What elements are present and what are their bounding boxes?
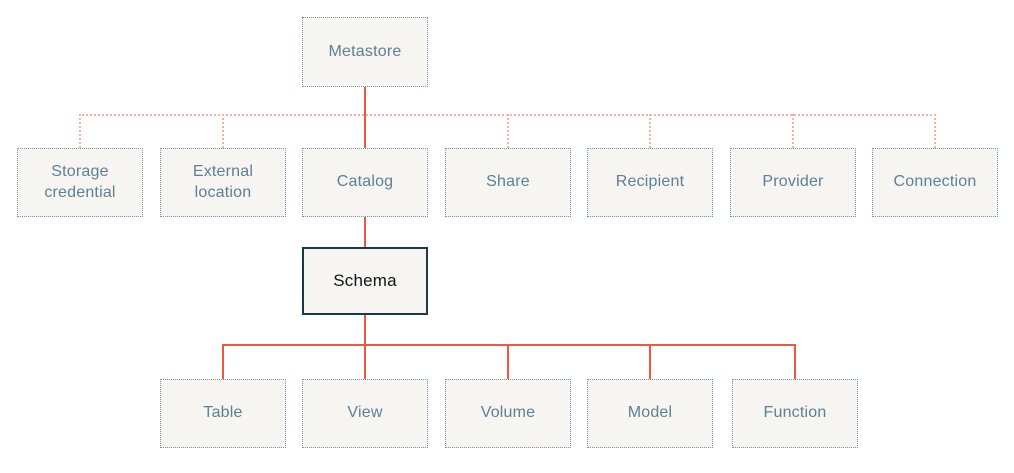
connector-drop-recipient <box>649 114 651 148</box>
node-schema: Schema <box>302 247 428 315</box>
connector-drop-view <box>364 344 366 379</box>
node-connection-label: Connection <box>893 173 977 191</box>
node-provider: Provider <box>730 148 856 217</box>
node-volume: Volume <box>445 379 571 448</box>
connector-schema-bus <box>364 315 366 346</box>
node-metastore-label: Metastore <box>328 42 402 60</box>
node-share: Share <box>445 148 571 217</box>
node-provider-label: Provider <box>762 173 824 191</box>
node-connection: Connection <box>872 148 998 217</box>
connector-drop-model <box>649 344 651 379</box>
connector-drop-external-location <box>222 114 224 148</box>
node-view-label: View <box>347 404 383 422</box>
node-volume-label: Volume <box>480 404 536 422</box>
connector-drop-function <box>794 344 796 379</box>
connector-drop-connection <box>934 114 936 148</box>
connector-drop-provider <box>792 114 794 148</box>
node-catalog-label: Catalog <box>336 173 394 191</box>
node-model-label: Model <box>627 404 673 422</box>
node-recipient: Recipient <box>587 148 713 217</box>
node-storage-credential: Storage credential <box>17 148 143 217</box>
node-table-label: Table <box>203 404 243 422</box>
node-table: Table <box>160 379 286 448</box>
node-metastore: Metastore <box>302 17 428 87</box>
node-schema-label: Schema <box>333 270 397 290</box>
node-function-label: Function <box>763 404 827 422</box>
node-view: View <box>302 379 428 448</box>
connector-metastore-catalog <box>364 86 366 148</box>
node-model: Model <box>587 379 713 448</box>
node-external-location-label: External location <box>192 162 254 201</box>
connector-drop-share <box>507 114 509 148</box>
node-catalog: Catalog <box>302 148 428 217</box>
connector-drop-table <box>222 344 224 379</box>
node-function: Function <box>732 379 858 448</box>
connector-schema-children-bus <box>222 344 796 346</box>
node-external-location: External location <box>160 148 286 217</box>
node-share-label: Share <box>486 173 530 191</box>
connector-drop-storage-credential <box>79 114 81 148</box>
connector-drop-volume <box>507 344 509 379</box>
node-storage-credential-label: Storage credential <box>44 162 116 201</box>
node-recipient-label: Recipient <box>615 173 685 191</box>
connector-catalog-schema <box>364 216 366 247</box>
